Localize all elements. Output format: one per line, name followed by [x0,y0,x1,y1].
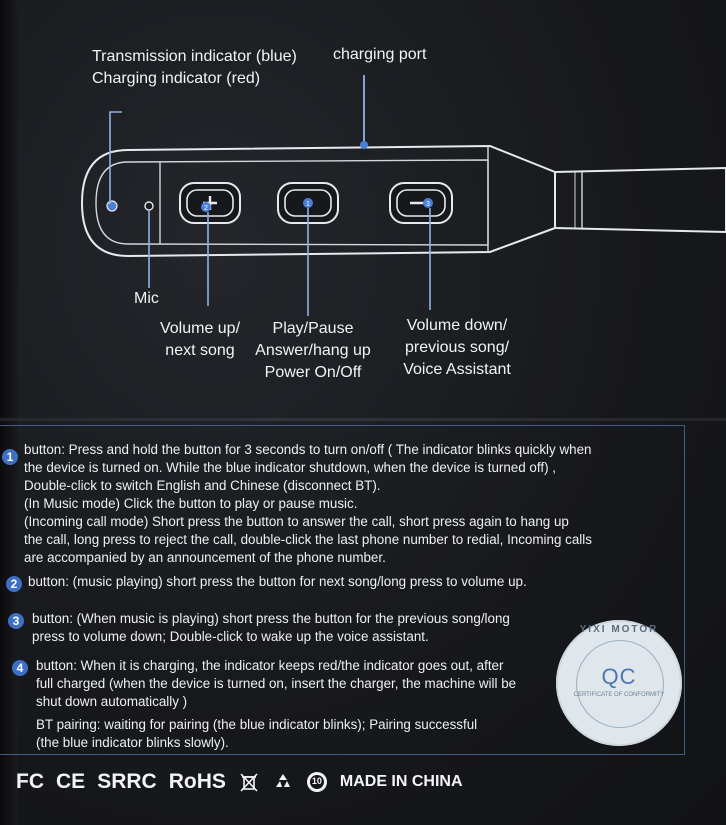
charging-indicator-label: Charging indicator (red) [92,70,261,87]
certification-marks: FC CE SRRC RoHS 10 MADE IN CHINA [16,766,463,798]
seal-qc-text: QC [601,664,637,689]
seal-sub-text: CERTIFICATE OF CONFORMITY [573,692,665,698]
svg-text:2: 2 [204,205,208,212]
rohs-mark: RoHS [168,770,226,793]
step-number-3: 3 [8,613,24,629]
epup-10-icon: 10 [306,771,328,793]
mic-label: Mic [134,290,159,307]
volume-up-label: Volume up/ next song [159,320,241,359]
button-mark-1 [303,198,313,208]
svg-text:1: 1 [306,201,310,208]
instruction-1: button: Press and hold the button for 3 … [24,442,592,565]
instruction-3: button: (When music is playing) short pr… [32,611,510,644]
step-number-4: 4 [12,660,28,676]
instructions-panel [0,425,685,755]
box-crease [0,418,726,421]
indicator-leader-line [109,111,122,204]
play-pause-label: Play/Pause Answer/hang up Power On/Off [255,320,371,381]
button-mark-3 [423,198,433,208]
indicator-light [106,200,118,212]
bt-pairing-note: BT pairing: waiting for pairing (the blu… [36,717,478,750]
svg-text:3: 3 [426,201,430,208]
neckband-connector [554,166,726,234]
crossed-bin-icon [240,773,258,792]
instruction-4: button: When it is charging, the indicat… [36,658,517,709]
earpiece-body-outline [80,144,556,258]
button-mark-2 [201,202,211,212]
fc-mark: FC [16,770,44,793]
srrc-mark: SRRC [97,770,157,793]
volume-down-label: Volume down/ previous song/ Voice Assist… [403,317,511,378]
step-number-1: 1 [2,449,18,465]
recycle-icon [275,774,290,787]
mic-hole [144,201,154,211]
ce-mark: CE [56,770,86,793]
seal-top-text: YIXI MOTOR [579,624,659,635]
transmission-indicator-label: Transmission indicator (blue) [92,48,297,65]
qc-seal: YIXI MOTOR QC CERTIFICATE OF CONFORMITY [556,620,682,746]
made-in-china-text: MADE IN CHINA [339,773,463,790]
instruction-2: button: (music playing) short press the … [28,574,527,589]
earpiece-diagram: 2 1 3 [80,75,726,316]
charging-port-label: charging port [333,46,427,63]
step-number-2: 2 [6,576,22,592]
